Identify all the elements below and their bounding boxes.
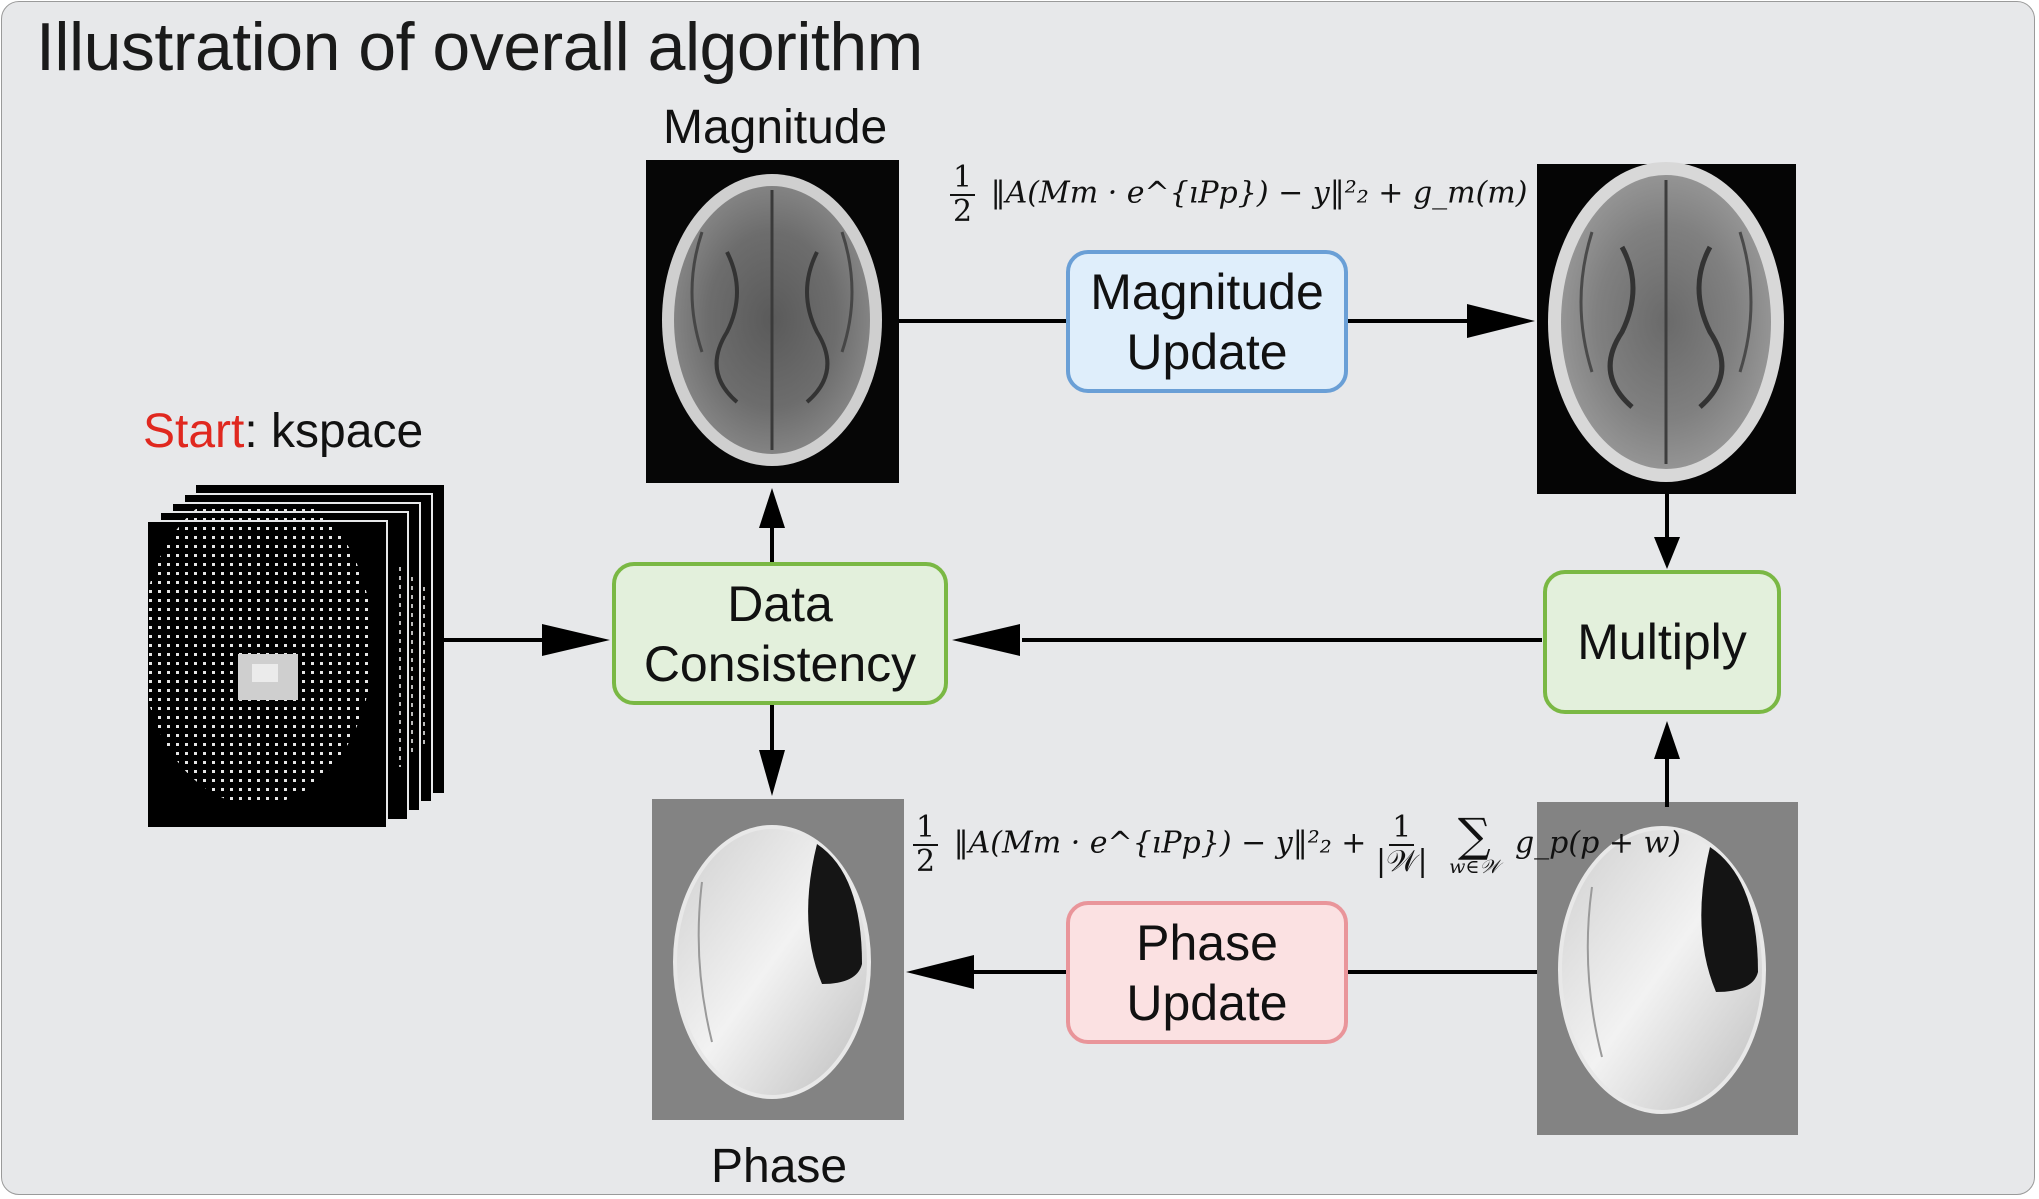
arrow-to-magnitude-out (1467, 304, 1535, 338)
multiply-box: Multiply (1543, 570, 1781, 714)
magnitude-update-line1: Magnitude (1090, 263, 1324, 320)
phase-update-box: Phase Update (1066, 901, 1348, 1044)
connector-lines (444, 319, 1669, 974)
start-label: Start: kspace (143, 404, 423, 459)
phase-formula-body: ‖A(Mm · e^{ıPp}) − y‖²₂ + (953, 825, 1367, 861)
phase-update-line2: Update (1126, 974, 1288, 1031)
magnitude-update-line2: Update (1126, 323, 1288, 380)
window-fraction: 1|𝒲| (1375, 810, 1428, 879)
data-consistency-line2: Consistency (643, 635, 917, 692)
brain-phase-image (652, 799, 904, 1120)
arrow-to-multiply (1654, 537, 1680, 569)
start-word: Start (143, 405, 245, 458)
diagram-title: Illustration of overall algorithm (36, 9, 923, 85)
sum-symbol: ∑w∈𝒲 (1449, 808, 1500, 878)
arrow-heads (542, 304, 1680, 989)
brain-phase-input-image (1537, 802, 1798, 1135)
kspace-stack-image (146, 485, 444, 829)
magnitude-update-box: Magnitude Update (1066, 250, 1348, 393)
brain-magnitude-image (646, 160, 899, 483)
data-consistency-line1: Data (727, 575, 833, 632)
multiply-label: Multiply (1577, 614, 1747, 670)
phase-formula-tail: g_p(p + w) (1514, 825, 1681, 861)
start-rest: : kspace (244, 405, 424, 458)
arrow-phase-to-multiply (1654, 721, 1680, 759)
data-consistency-box: Data Consistency (612, 562, 948, 705)
magnitude-label: Magnitude (663, 101, 888, 154)
arrow-kspace-to-dc (542, 624, 610, 656)
arrow-dc-to-magnitude (759, 488, 785, 528)
arrow-to-phase-out (906, 955, 974, 989)
arrow-multiply-to-dc (952, 624, 1020, 656)
magnitude-formula-body: ‖A(Mm · e^{ıPp}) − y‖²₂ + g_m(m) (990, 175, 1528, 211)
brain-magnitude-updated-image (1537, 162, 1796, 494)
phase-update-line1: Phase (1136, 914, 1278, 971)
phase-label: Phase (711, 1140, 848, 1193)
arrow-dc-to-phase (759, 750, 785, 796)
